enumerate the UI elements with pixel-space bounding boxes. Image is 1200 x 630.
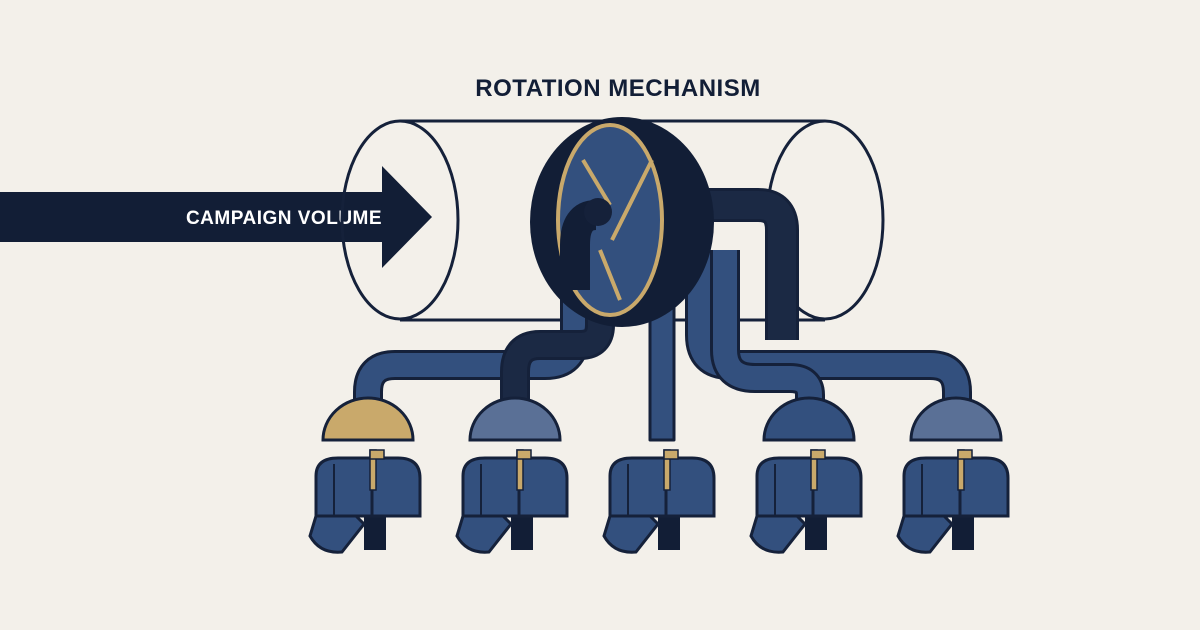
mailbox-icon bbox=[602, 449, 716, 554]
mailbox-icon bbox=[455, 449, 569, 554]
receiver-dome bbox=[909, 396, 1003, 442]
mailbox-icon bbox=[749, 449, 863, 554]
rotation-wheel bbox=[530, 117, 714, 327]
mailbox-row bbox=[308, 396, 1010, 554]
mailbox-icon bbox=[308, 449, 422, 554]
receiver-dome bbox=[468, 396, 562, 442]
campaign-volume-label: CAMPAIGN VOLUME bbox=[186, 208, 382, 229]
cylinder-front-cap bbox=[340, 119, 460, 321]
campaign-volume-arrow: CAMPAIGN VOLUME bbox=[0, 166, 432, 268]
receiver-dome bbox=[321, 396, 415, 442]
mailbox-icon bbox=[896, 449, 1010, 554]
distribution-pipes bbox=[353, 188, 972, 442]
receiver-dome bbox=[762, 396, 856, 442]
diagram-title: ROTATION MECHANISM bbox=[475, 75, 760, 102]
